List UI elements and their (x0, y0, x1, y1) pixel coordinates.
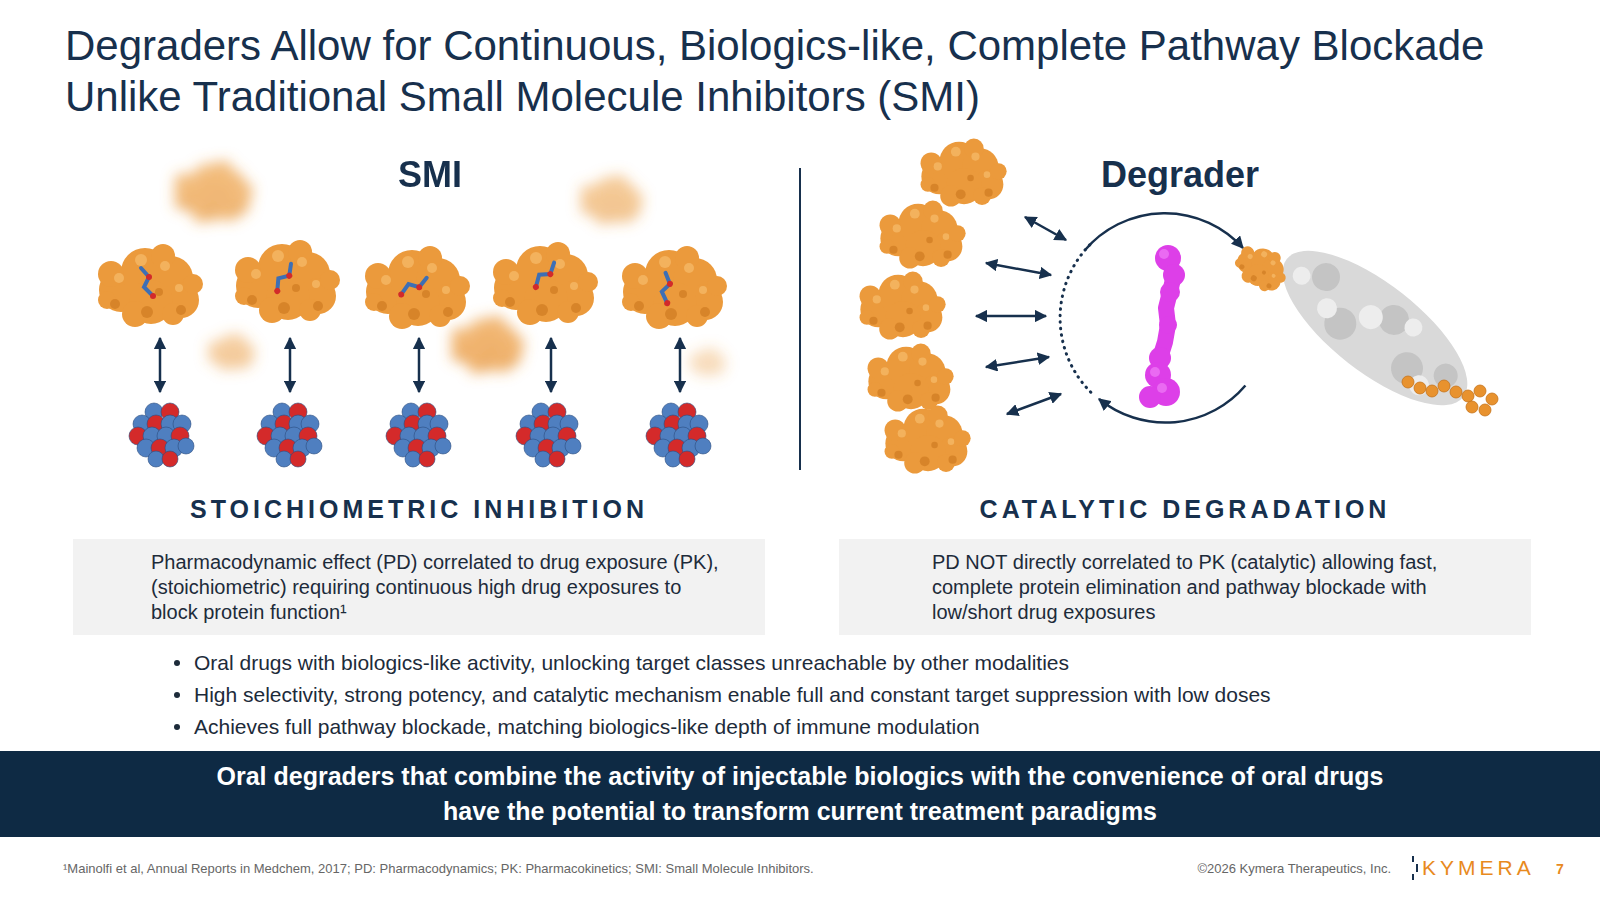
section-heading: SMI (398, 154, 462, 196)
ligase-complex (1229, 224, 1498, 431)
ubiquitin-chain (1402, 376, 1498, 416)
small-molecule (386, 403, 451, 467)
double-arrow (418, 338, 421, 392)
cycle-arrow (1085, 213, 1243, 250)
protein-blob (1229, 237, 1295, 299)
band-text: Oral degraders that combine the activity… (200, 759, 1400, 829)
small-molecule (516, 403, 581, 467)
logo-mark (1413, 856, 1417, 880)
target-proteins (860, 139, 1007, 474)
protein-blob (921, 139, 1007, 207)
double-arrow (986, 263, 1051, 275)
double-arrow (1025, 217, 1066, 240)
small-molecule (129, 403, 194, 467)
smi-molecules (129, 403, 711, 467)
protein-blob (885, 406, 971, 474)
bullet-text: High selectivity, strong potency, and ca… (194, 682, 1271, 708)
info-panel: STOICHIOMETRIC INHIBITIONPharmacodynamic… (73, 539, 765, 635)
degrader-molecule (1139, 245, 1185, 408)
logo-wordmark: KYMERA (1422, 856, 1535, 880)
panel-heading: CATALYTIC DEGRADATION (839, 493, 1531, 525)
protein-blob (880, 201, 966, 269)
info-panel: CATALYTIC DEGRADATIONPD NOT directly cor… (839, 539, 1531, 635)
section-heading: Degrader (1101, 154, 1259, 196)
panel-heading: STOICHIOMETRIC INHIBITION (73, 493, 765, 525)
panel-text: Pharmacodynamic effect (PD) correlated t… (151, 550, 726, 625)
double-arrow (976, 315, 1046, 318)
double-arrow (159, 338, 162, 392)
protein-blob (365, 246, 470, 329)
double-arrow (1007, 394, 1061, 414)
inhibitor-in-pocket (141, 268, 156, 299)
double-arrow (289, 338, 292, 392)
inhibitor-in-pocket (396, 278, 429, 298)
inhibitor-in-pocket (655, 273, 680, 307)
bullet-text: Achieves full pathway blockade, matching… (194, 714, 980, 740)
double-arrow (986, 357, 1049, 367)
dotted-cycle (1060, 244, 1091, 392)
footnote: ¹Mainolfi et al, Annual Reports in Medch… (63, 861, 814, 877)
bullet-text: Oral drugs with biologics-like activity,… (194, 650, 1069, 676)
protein-blob (98, 244, 203, 327)
bullet-dot (174, 660, 180, 666)
summary-band: Oral degraders that combine the activity… (0, 751, 1600, 837)
protein-blob (622, 246, 727, 329)
protein-blob (451, 316, 525, 374)
protein-blob (860, 272, 946, 340)
smi-proteins (98, 240, 727, 329)
copyright: ©2026 Kymera Therapeutics, Inc. (1197, 861, 1391, 877)
bullet-dot (174, 724, 180, 730)
panel-text: PD NOT directly correlated to PK (cataly… (932, 550, 1467, 625)
binding-arrows (160, 338, 680, 392)
protein-blob (174, 161, 253, 223)
inhibitor-in-pocket (527, 263, 561, 291)
double-arrow (550, 338, 553, 392)
page-number: 7 (1556, 861, 1564, 877)
protein-blob (868, 344, 954, 412)
double-arrow (679, 338, 682, 392)
inhibitor-in-pocket (267, 264, 300, 295)
protein-blob (235, 240, 340, 323)
recruit-arrows (976, 217, 1066, 414)
protein-blob (580, 175, 643, 225)
divider (799, 168, 801, 470)
protein-blob (208, 333, 255, 370)
slide-title: Degraders Allow for Continuous, Biologic… (65, 20, 1545, 122)
protein-blob (689, 347, 726, 376)
small-molecule (257, 403, 322, 467)
bullet-dot (174, 692, 180, 698)
small-molecule (646, 403, 711, 467)
protein-blob (493, 242, 598, 325)
